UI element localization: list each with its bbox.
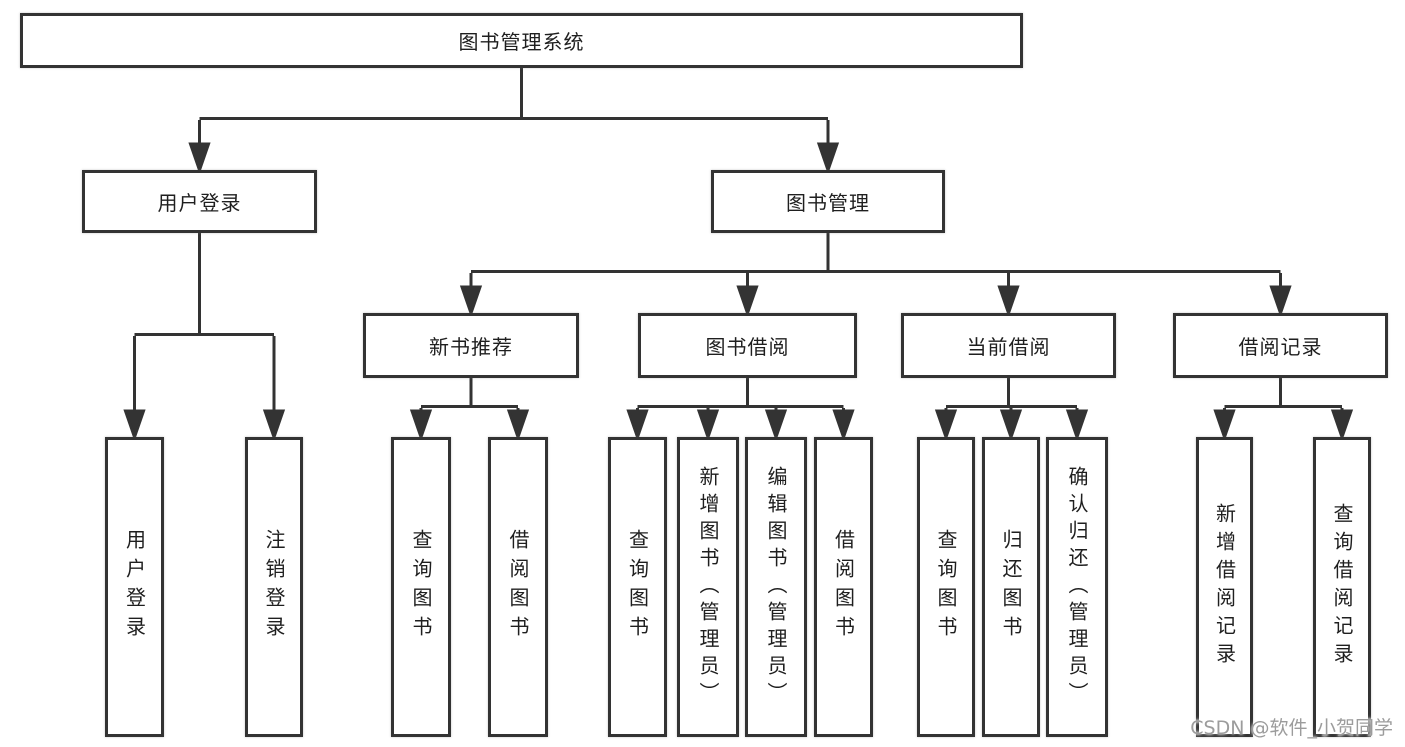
- node-leaf-query-book-2: 查询图书: [608, 437, 667, 737]
- node-leaf-user-login-label: 用户登录: [122, 529, 147, 645]
- node-leaf-edit-book-admin: 编辑图书（管理员）: [745, 437, 807, 737]
- node-book-management-label: 图书管理: [786, 191, 870, 215]
- node-root-system: 图书管理系统: [20, 13, 1023, 68]
- node-leaf-query-borrow-record: 查询借阅记录: [1313, 437, 1371, 737]
- node-new-book-recommend-label: 新书推荐: [429, 335, 513, 359]
- node-leaf-query-book-1-label: 查询图书: [409, 529, 433, 645]
- connector-user-login-branch: [123, 233, 286, 442]
- connector-book-borrow-branch: [626, 378, 855, 442]
- node-root-system-label: 图书管理系统: [458, 30, 585, 54]
- connector-new-book-branch: [409, 378, 530, 442]
- node-leaf-add-borrow-record: 新增借阅记录: [1196, 437, 1253, 737]
- node-leaf-query-book-2-label: 查询图书: [625, 529, 650, 645]
- node-leaf-borrow-book-2-label: 借阅图书: [831, 529, 856, 645]
- node-borrow-record-label: 借阅记录: [1238, 335, 1323, 359]
- node-current-borrow-label: 当前借阅: [966, 335, 1051, 359]
- node-leaf-query-book-3-label: 查询图书: [934, 529, 958, 645]
- node-borrow-record: 借阅记录: [1173, 313, 1388, 378]
- node-leaf-add-borrow-record-label: 新增借阅记录: [1212, 503, 1237, 671]
- connector-root-to-branches: [188, 68, 840, 175]
- connector-current-borrow-branch: [934, 378, 1089, 442]
- node-new-book-recommend: 新书推荐: [363, 313, 579, 378]
- node-leaf-add-book-admin: 新增图书（管理员）: [677, 437, 739, 737]
- node-leaf-query-borrow-record-label: 查询借阅记录: [1330, 503, 1354, 671]
- node-user-login-label: 用户登录: [157, 191, 242, 215]
- node-current-borrow: 当前借阅: [901, 313, 1116, 378]
- node-leaf-logout: 注销登录: [245, 437, 303, 737]
- node-book-management: 图书管理: [711, 170, 945, 233]
- node-user-login: 用户登录: [82, 170, 317, 233]
- node-leaf-borrow-book-1: 借阅图书: [488, 437, 548, 737]
- node-leaf-borrow-book-1-label: 借阅图书: [506, 529, 530, 645]
- node-leaf-borrow-book-2: 借阅图书: [814, 437, 873, 737]
- csdn-watermark: CSDN @软件_小贺同学: [1190, 717, 1393, 739]
- node-leaf-logout-label: 注销登录: [262, 529, 286, 645]
- node-leaf-add-book-admin-label: 新增图书（管理员）: [696, 465, 720, 709]
- node-book-borrow-label: 图书借阅: [705, 335, 790, 359]
- node-leaf-return-book-label: 归还图书: [999, 529, 1023, 645]
- node-leaf-return-book: 归还图书: [982, 437, 1040, 737]
- connector-borrow-record-branch: [1213, 378, 1354, 442]
- node-leaf-query-book-3: 查询图书: [917, 437, 975, 737]
- node-leaf-query-book-1: 查询图书: [391, 437, 451, 737]
- node-leaf-user-login: 用户登录: [105, 437, 164, 737]
- node-leaf-confirm-return-admin-label: 确认归还（管理员）: [1065, 465, 1089, 709]
- node-book-borrow: 图书借阅: [638, 313, 857, 378]
- connector-book-management-branch: [459, 233, 1292, 318]
- node-leaf-confirm-return-admin: 确认归还（管理员）: [1046, 437, 1108, 737]
- node-leaf-edit-book-admin-label: 编辑图书（管理员）: [764, 465, 788, 709]
